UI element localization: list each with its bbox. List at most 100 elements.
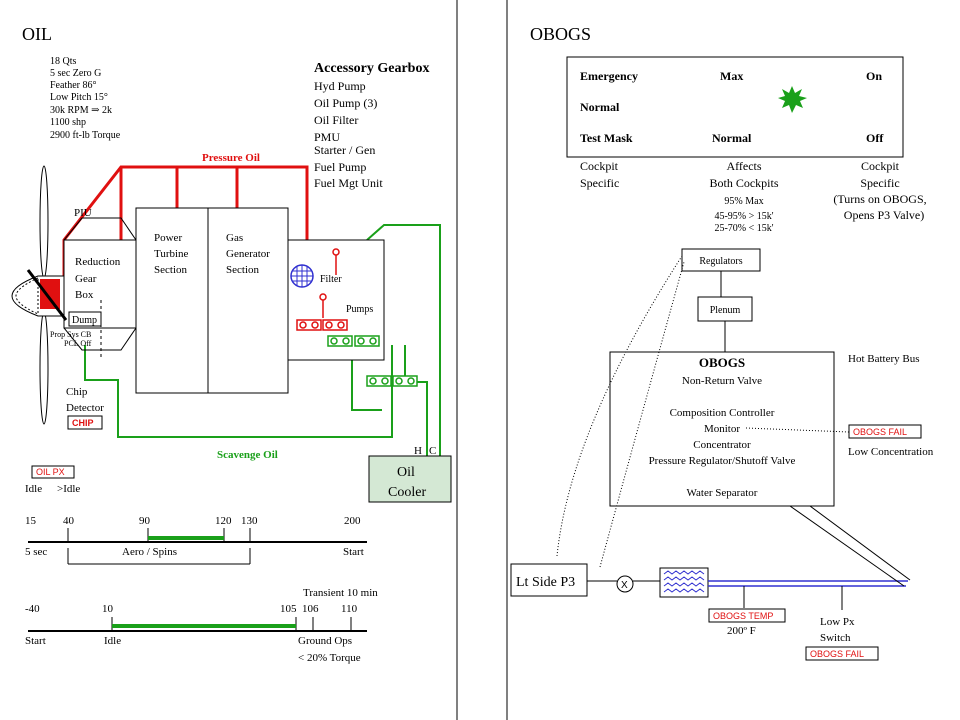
gearbox-title: Accessory Gearbox (314, 61, 429, 76)
aero-spins-label: Aero / Spins (122, 546, 177, 558)
pressure-scale: 15 40 90 120 130 200 5 sec Aero / Spins … (25, 515, 367, 565)
svg-text:Generator: Generator (226, 248, 270, 260)
svg-text:Non-Return Valve: Non-Return Valve (682, 375, 762, 387)
svg-text:45-95% > 15k': 45-95% > 15k' (714, 211, 773, 222)
obogs-control-panel (566, 56, 904, 158)
temp-idle-label: Idle (104, 635, 121, 647)
svg-text:Test Mask: Test Mask (580, 131, 633, 145)
low-px-label: Low Px (820, 616, 855, 628)
temp-value: 200º F (727, 625, 756, 637)
piu-label: PIU (74, 207, 92, 219)
svg-text:Emergency: Emergency (580, 69, 638, 83)
torque-label: < 20% Torque (298, 652, 361, 664)
scale-tick: -40 (25, 603, 40, 615)
gearbox-item: Oil Pump (3) (314, 96, 377, 110)
svg-text:Gear: Gear (75, 273, 97, 285)
temp-start-label: Start (25, 635, 46, 647)
power-turbine-label: Power Turbine Section (154, 232, 189, 276)
svg-text:Off: Off (866, 131, 884, 145)
scavenge-oil-label: Scavenge Oil (217, 449, 278, 461)
gearbox-item: Hyd Pump (314, 79, 366, 93)
shutoff-valve-icon (616, 575, 634, 593)
svg-text:Opens P3 Valve): Opens P3 Valve) (844, 208, 924, 222)
scale-tick: 120 (215, 515, 232, 527)
bleed-air-dotted-lines (556, 255, 685, 568)
pressure-oil-label: Pressure Oil (202, 152, 260, 164)
prop-sys-label: Prop Sys CB (50, 330, 91, 339)
dump-box (68, 311, 102, 327)
filter-icon (290, 264, 314, 288)
svg-text:Concentrator: Concentrator (693, 439, 751, 451)
plenum-label: Plenum (710, 305, 741, 316)
obogs-temp-text: OBOGS TEMP (713, 611, 773, 621)
pump-icons (296, 319, 418, 387)
obogs-fail-light (848, 424, 922, 439)
piu-housing (63, 217, 137, 351)
gearbox-item: Fuel Mgt Unit (314, 176, 383, 190)
svg-text:Detector: Detector (66, 402, 104, 414)
gearbox-item: Starter / Gen (314, 143, 375, 157)
svg-text:Composition Controller: Composition Controller (670, 407, 775, 419)
blue-supply-lines (708, 580, 908, 587)
obogs-unit-items: Non-Return Valve Composition Controller … (649, 375, 796, 499)
scale-tick: 15 (25, 515, 37, 527)
propeller-icon (11, 165, 68, 425)
monitor-dotted-link (745, 427, 850, 433)
svg-text:Specific: Specific (580, 176, 619, 190)
unit-to-cockpit-lines (789, 505, 911, 587)
svg-text:25-70% < 15k': 25-70% < 15k' (714, 223, 773, 234)
chip-detector-label: Chip Detector (66, 386, 104, 414)
oil-px-light-text: OIL PX (36, 467, 65, 477)
svg-text:Normal: Normal (712, 131, 752, 145)
regulators-label: Regulators (699, 256, 742, 267)
gearbox-item: Fuel Pump (314, 160, 366, 174)
scale-tick: 110 (341, 603, 358, 615)
svg-text:Specific: Specific (860, 176, 899, 190)
idle-label: Idle (25, 483, 42, 495)
spec-line: 18 Qts (50, 56, 77, 67)
svg-text:Turbine: Turbine (154, 248, 189, 260)
scale-tick: 90 (139, 515, 151, 527)
svg-text:95% Max: 95% Max (724, 196, 763, 207)
gearbox-item: Oil Filter (314, 113, 358, 127)
hot-battery-bus-label: Hot Battery Bus (848, 353, 920, 365)
five-sec-label: 5 sec (25, 546, 47, 558)
svg-text:Cockpit: Cockpit (580, 159, 619, 173)
reduction-gear-label: Reduction Gear Box (75, 256, 121, 301)
svg-text:Gas: Gas (226, 232, 243, 244)
obogs-title: OBOGS (530, 24, 591, 44)
power-turbine-box (135, 207, 209, 394)
svg-text:Reduction: Reduction (75, 256, 121, 268)
svg-text:Affects: Affects (726, 159, 761, 173)
spec-line: Feather 86° (50, 80, 96, 91)
hot-label: H (414, 445, 422, 457)
switch-label: Switch (820, 632, 851, 644)
scale-tick: 200 (344, 515, 361, 527)
svg-text:Power: Power (154, 232, 182, 244)
relief-valve-icons (319, 248, 340, 318)
oil-cooler-label: Cooler (388, 485, 426, 500)
filter-label: Filter (320, 274, 342, 285)
svg-text:Section: Section (154, 264, 187, 276)
lt-side-p3-box (510, 563, 588, 597)
scale-tick: 40 (63, 515, 75, 527)
svg-text:Chip: Chip (66, 386, 88, 398)
spec-line: 5 sec Zero G (50, 68, 101, 79)
scale-tick: 10 (102, 603, 114, 615)
spec-line: 1100 shp (50, 117, 86, 128)
obogs-fail-text-2: OBOGS FAIL (810, 649, 864, 659)
svg-text:Water Separator: Water Separator (687, 487, 758, 499)
gas-generator-label: Gas Generator Section (226, 232, 270, 276)
gearbox-item: PMU (314, 130, 340, 144)
pumps-label: Pumps (346, 304, 373, 315)
spec-line: Low Pitch 15° (50, 92, 108, 103)
svg-text:Cockpit: Cockpit (861, 159, 900, 173)
scale-tick: 130 (241, 515, 258, 527)
obogs-fail-light-2 (805, 646, 879, 661)
pcl-off-label: PCL Off (64, 339, 92, 348)
oil-title: OIL (22, 24, 52, 44)
heat-exchanger-icon (659, 567, 709, 598)
obogs-temp-light (708, 608, 786, 623)
obogs-col3: Cockpit Specific (Turns on OBOGS, Opens … (833, 159, 926, 222)
